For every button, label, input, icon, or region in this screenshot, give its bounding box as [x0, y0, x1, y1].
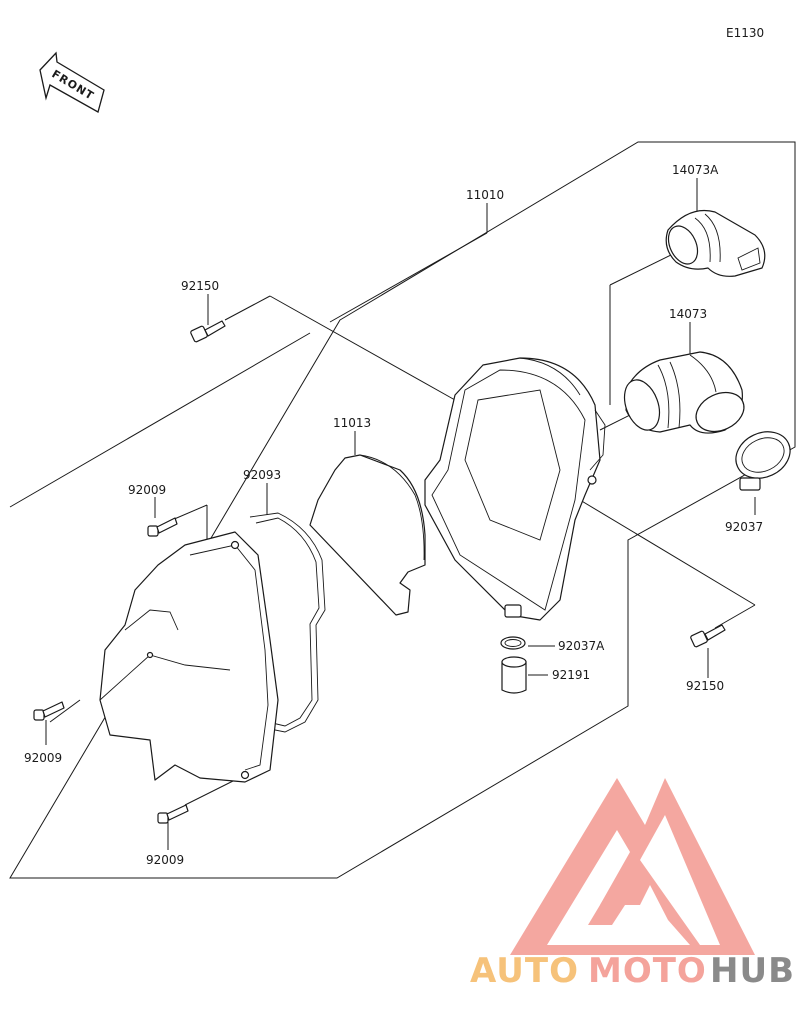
diagram-code: E1130 — [726, 26, 764, 40]
elbow-duct-14073 — [623, 351, 745, 434]
watermark-text-hub: HUB — [710, 951, 795, 991]
label-92093: 92093 — [243, 468, 281, 482]
clip-92037a — [500, 636, 526, 650]
screw-92009-bottom-icon — [157, 804, 189, 824]
drain-tube-92191 — [501, 656, 527, 694]
clamp-92037 — [735, 431, 791, 491]
air-cleaner-housing-11010 — [424, 357, 606, 621]
label-14073a: 14073A — [672, 163, 719, 177]
screw-92009-top-icon — [147, 517, 178, 537]
label-92009-bottom: 92009 — [146, 853, 184, 867]
watermark-text-auto: AUTO — [470, 951, 579, 991]
label-92037a: 92037A — [558, 639, 605, 653]
label-92009-top: 92009 — [128, 483, 166, 497]
label-11013: 11013 — [333, 416, 371, 430]
label-92150-right: 92150 — [686, 679, 724, 693]
label-11010: 11010 — [466, 188, 504, 202]
seal-gasket-92093 — [249, 512, 326, 733]
watermark-logo — [510, 778, 755, 955]
intake-duct-14073a — [665, 209, 766, 277]
screw-92009-left-icon — [33, 701, 65, 721]
label-92009-left: 92009 — [24, 751, 62, 765]
label-92191: 92191 — [552, 668, 590, 682]
filter-element-11013 — [309, 454, 426, 616]
front-arrow-icon: FRONT — [39, 51, 105, 113]
bolt-92150-right-icon — [690, 624, 726, 648]
label-92037: 92037 — [725, 520, 763, 534]
assembly-outline — [9, 141, 796, 879]
air-cleaner-cover — [99, 531, 279, 783]
bolt-92150-top-icon — [190, 320, 226, 343]
watermark-text-moto: MOTO — [588, 951, 707, 991]
label-14073: 14073 — [669, 307, 707, 321]
label-92150-top: 92150 — [181, 279, 219, 293]
